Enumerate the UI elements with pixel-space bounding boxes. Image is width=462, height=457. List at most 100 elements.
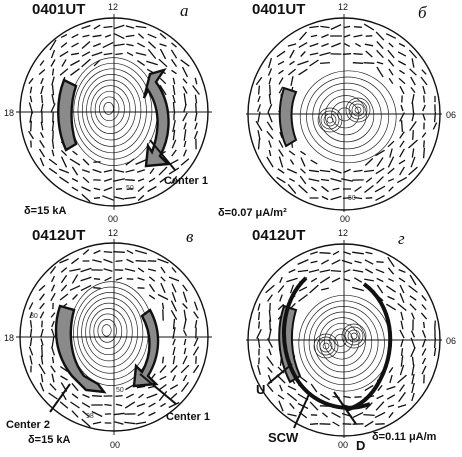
vector-arrow: [433, 337, 437, 349]
vector-arrow: [353, 196, 363, 200]
vector-arrow: [50, 59, 56, 67]
vector-arrow: [71, 42, 79, 48]
vector-arrow: [256, 104, 262, 112]
contour-line: [344, 326, 364, 346]
vector-arrow: [289, 402, 295, 410]
vector-arrow: [309, 52, 319, 56]
contour-line: [329, 328, 354, 354]
vector-arrow: [102, 41, 114, 49]
vector-arrow: [194, 112, 198, 122]
vector-arrow: [257, 130, 261, 140]
vector-arrow: [69, 268, 81, 272]
panel-a-scale: δ=15 kA: [24, 205, 67, 217]
vector-arrow: [300, 168, 306, 174]
vector-arrow: [159, 48, 167, 60]
vector-arrow: [287, 385, 297, 391]
vector-arrow: [39, 60, 45, 66]
vector-arrow: [195, 102, 197, 114]
vector-arrow: [51, 139, 55, 149]
contour-line: [312, 82, 382, 150]
vector-arrow: [161, 302, 165, 310]
vector-arrow: [309, 401, 319, 411]
contour-line: [101, 324, 112, 337]
vector-arrow: [376, 66, 384, 78]
panel-d: 0412UT г 12 06 00 U SCW D δ=0.11 μA/m: [246, 227, 456, 453]
vector-arrow: [269, 319, 271, 331]
vector-arrow: [148, 283, 156, 293]
contour-line: [341, 323, 367, 349]
vector-arrow: [276, 50, 286, 58]
vector-arrow: [268, 140, 272, 148]
vector-arrow: [331, 42, 341, 48]
vector-arrow: [135, 159, 147, 165]
vector-arrow: [183, 129, 187, 141]
vector-arrow: [409, 303, 417, 311]
vector-arrow: [330, 177, 342, 183]
vector-arrow: [376, 284, 384, 294]
vector-arrow: [320, 178, 330, 182]
vector-arrow: [353, 169, 363, 173]
panel-b: 0401UT б 12 06 00 50 δ=0.07 μA/m²: [218, 1, 456, 224]
vector-arrow: [375, 401, 385, 411]
contour-line: [317, 107, 343, 133]
vector-arrow: [330, 24, 342, 30]
vector-arrow: [103, 52, 113, 56]
contour-line: [77, 68, 147, 154]
contour-line: [319, 317, 366, 366]
vector-arrow: [115, 52, 123, 56]
vector-arrow: [397, 60, 407, 66]
vector-arrow: [113, 196, 125, 200]
vector-arrow: [320, 61, 330, 65]
vector-arrow: [50, 292, 56, 302]
panel-a-title: 0401UT: [32, 1, 85, 18]
vector-arrow: [137, 178, 145, 182]
vector-arrow: [180, 158, 190, 166]
vector-arrow: [180, 382, 190, 392]
vector-arrow: [387, 295, 395, 301]
vector-arrow: [399, 292, 405, 304]
vector-arrow: [126, 258, 134, 264]
vector-arrow: [38, 148, 46, 158]
vector-arrow: [343, 269, 351, 273]
vector-arrow: [172, 119, 176, 133]
contour-line: [81, 297, 138, 368]
vector-arrow: [299, 31, 307, 41]
panel-b-scale: δ=0.07 μA/m²: [218, 207, 287, 219]
vector-arrow: [93, 59, 101, 67]
vector-arrow: [298, 42, 308, 48]
vector-arrow: [411, 392, 415, 402]
vector-arrow: [147, 48, 157, 60]
vector-arrow: [29, 320, 33, 328]
vector-arrow: [433, 347, 437, 357]
vector-arrow: [50, 103, 56, 113]
vector-arrow: [93, 278, 101, 280]
vector-arrow: [398, 77, 406, 85]
vector-arrow: [364, 420, 374, 428]
panel-b-hour-bottom: 00: [340, 214, 350, 224]
vector-arrow: [267, 68, 273, 76]
vector-arrow: [399, 131, 405, 139]
vector-arrow: [115, 259, 123, 263]
vector-arrow: [93, 249, 101, 255]
vector-arrow: [411, 382, 415, 394]
vector-arrow: [286, 168, 298, 174]
panel-a-center1-label: Center 1: [164, 175, 208, 187]
vector-arrow: [159, 383, 167, 391]
vector-arrow: [171, 69, 177, 75]
vector-arrow: [309, 284, 319, 294]
vector-arrow: [388, 186, 394, 192]
vector-arrow: [182, 291, 188, 303]
panel-c-letter: в: [186, 227, 194, 246]
vector-arrow: [398, 159, 406, 165]
vector-arrow: [299, 175, 307, 185]
vector-arrow: [148, 276, 156, 282]
vector-arrow: [279, 276, 283, 284]
vector-arrow: [257, 111, 261, 123]
vector-arrow: [277, 168, 285, 174]
contour-line: [94, 90, 125, 128]
panel-c-vector-field: [28, 249, 200, 428]
vector-arrow: [182, 355, 188, 365]
vector-arrow: [277, 60, 285, 66]
panel-d-hour-bottom: 00: [338, 440, 348, 450]
vector-arrow: [354, 42, 362, 48]
